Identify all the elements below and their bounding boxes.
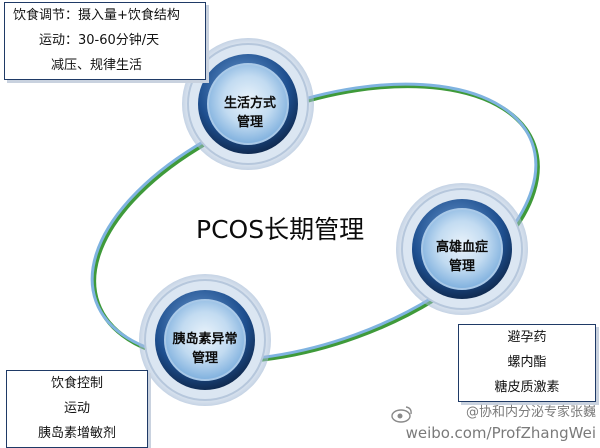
lifestyle-item: 运动：30-60分钟/天 bbox=[39, 33, 160, 48]
node-label-line: 胰岛素异常 bbox=[172, 332, 238, 347]
insulin-item: 运动 bbox=[63, 401, 90, 416]
node-label-line: 生活方式 bbox=[223, 96, 276, 111]
insulin-info-box: 饮食控制 运动 胰岛素增敏剂 bbox=[6, 370, 148, 448]
node-label-insulin: 胰岛素异常 管理 bbox=[162, 330, 248, 368]
node-label-line: 管理 bbox=[448, 259, 475, 274]
hyperandrogenism-item: 螺内酯 bbox=[507, 355, 547, 370]
node-label-line: 高雄血症 bbox=[435, 240, 488, 255]
hyperandrogenism-item: 避孕药 bbox=[507, 330, 547, 345]
weibo-logo-icon bbox=[391, 406, 412, 423]
node-lifestyle bbox=[182, 38, 314, 170]
lifestyle-item: 饮食调节：摄入量+饮食结构 bbox=[13, 8, 180, 23]
insulin-item: 胰岛素增敏剂 bbox=[37, 426, 116, 441]
watermark-url: weibo.com/ProfZhangWei bbox=[405, 424, 596, 442]
node-label-line: 管理 bbox=[236, 115, 263, 130]
watermark-handle: @协和内分泌专家张巍 bbox=[465, 405, 596, 420]
watermark: @协和内分泌专家张巍 weibo.com/ProfZhangWei bbox=[396, 403, 596, 443]
lifestyle-info-box: 饮食调节：摄入量+饮食结构 运动：30-60分钟/天 减压、规律生活 bbox=[4, 2, 206, 80]
node-insulin bbox=[139, 274, 271, 406]
diagram-title: PCOS长期管理 bbox=[196, 215, 365, 244]
hyperandrogenism-item: 糖皮质激素 bbox=[494, 380, 560, 395]
node-label-hyperandrogenism: 高雄血症 管理 bbox=[420, 238, 504, 276]
insulin-item: 饮食控制 bbox=[50, 376, 103, 391]
lifestyle-item: 减压、规律生活 bbox=[51, 58, 143, 73]
node-hyperandrogenism bbox=[396, 183, 528, 315]
node-label-lifestyle: 生活方式 管理 bbox=[210, 94, 290, 132]
node-label-line: 管理 bbox=[191, 351, 218, 366]
hyperandrogenism-info-box: 避孕药 螺内酯 糖皮质激素 bbox=[458, 324, 596, 402]
